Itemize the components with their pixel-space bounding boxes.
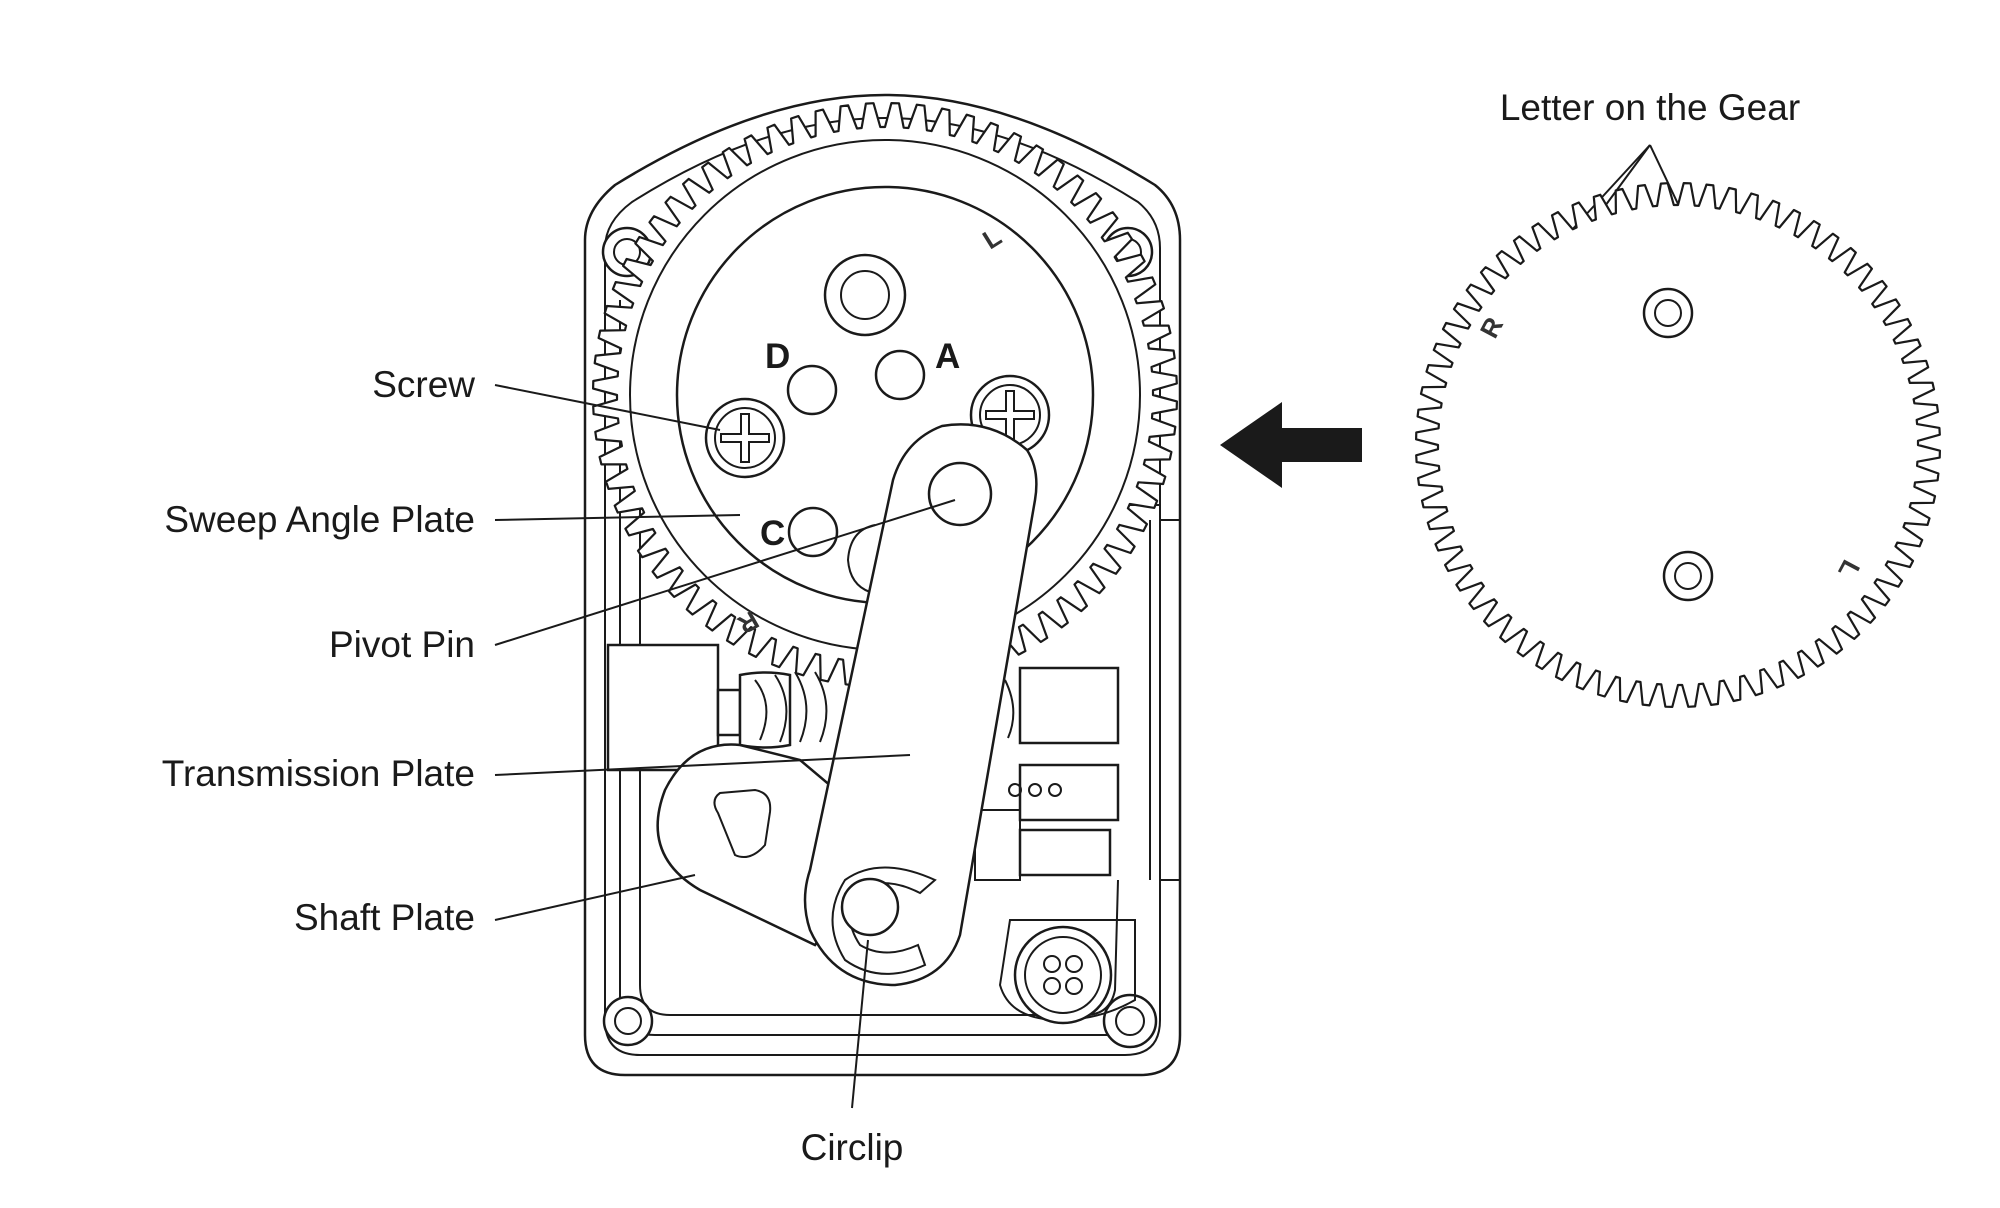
hole-label-c: C: [760, 514, 785, 553]
label-screw: Screw: [372, 364, 475, 405]
hole-d: [786, 364, 838, 416]
label-shaft-plate: Shaft Plate: [294, 897, 475, 938]
center-hub: [823, 253, 907, 337]
label-pivot-pin: Pivot Pin: [329, 624, 475, 665]
worm-shaft: [606, 643, 1120, 881]
screw-left: [704, 397, 786, 479]
detail-hole-bottom: [1662, 550, 1714, 602]
label-letter-on-gear: Letter on the Gear: [1500, 87, 1800, 128]
connector: [998, 919, 1136, 1025]
detail-hole-top: [1642, 287, 1694, 339]
detail-gear: R L: [1415, 182, 1941, 708]
housing-hole-bottom-left: [602, 995, 654, 1047]
transmission-plate: [803, 423, 1038, 987]
arrow-left-icon: [1220, 402, 1362, 488]
label-sweep-angle-plate: Sweep Angle Plate: [164, 499, 475, 540]
hole-c: [787, 506, 839, 558]
hole-a: [874, 349, 926, 401]
hole-label-a: A: [935, 337, 960, 376]
hole-label-d: D: [765, 337, 790, 376]
pivot-pin: [927, 461, 993, 527]
labels: Screw Sweep Angle Plate Pivot Pin Transm…: [162, 87, 1800, 1168]
label-transmission-plate: Transmission Plate: [162, 753, 475, 794]
label-circlip: Circlip: [801, 1127, 904, 1168]
